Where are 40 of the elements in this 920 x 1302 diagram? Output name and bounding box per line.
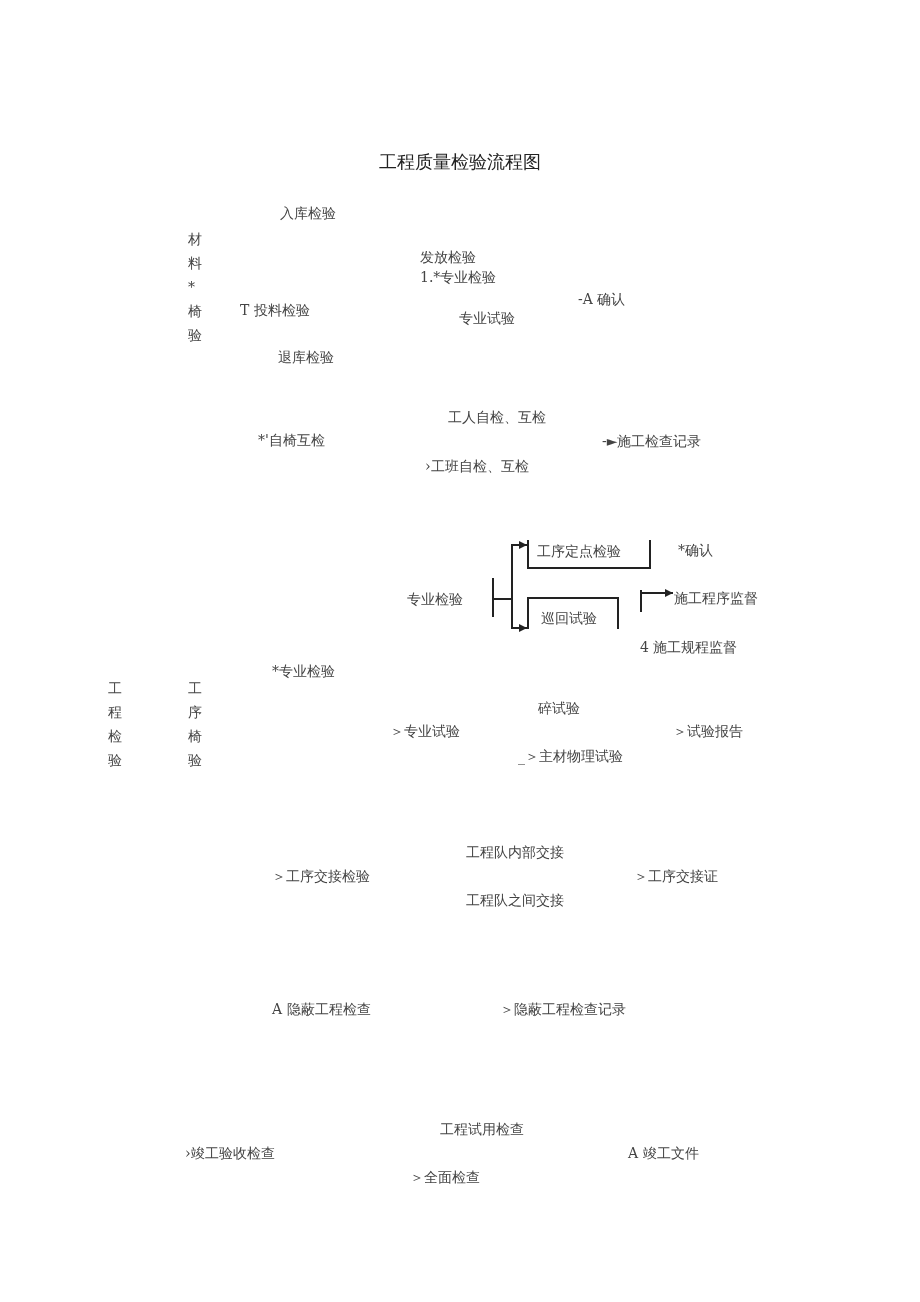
label-text: ＞工序交接检验: [272, 867, 370, 885]
label-text: ＞工序交接证: [634, 867, 718, 885]
label-text: 退库检验: [278, 348, 334, 366]
arrow: [640, 589, 674, 597]
node-text: 施工程序监督: [674, 589, 766, 607]
label-text: ＞隐蔽工程检查记录: [500, 1000, 626, 1018]
label-text: 碎试验: [538, 699, 580, 717]
label-text: 工程队之间交接: [466, 891, 564, 909]
label-text: 工序椅验: [188, 679, 203, 770]
diagram-title: 工程质量检验流程图: [378, 150, 542, 174]
label-text: _＞主材物理试验: [518, 747, 623, 765]
label-text: ＞全面检查: [410, 1168, 480, 1186]
node-label: 巡回试验: [541, 609, 597, 627]
label-text: *确认: [678, 541, 713, 559]
label-text: *'自椅互检: [258, 431, 325, 449]
node-text: 专业检验: [407, 590, 469, 608]
label-text: ＞专业试验: [390, 722, 460, 740]
label-text: ›工班自检、互检: [425, 457, 529, 475]
bracket-box: [527, 597, 619, 629]
label-text: 工程检验: [108, 679, 123, 770]
label-text: 工人自检、互检: [448, 408, 546, 426]
label-text: -►施工检查记录: [602, 432, 702, 450]
label-text: *专业检验: [272, 662, 335, 680]
label-text: A 竣工文件: [628, 1144, 699, 1162]
label-text: -A 确认: [578, 290, 626, 308]
bracket-box: [527, 540, 651, 569]
label-text: A 隐蔽工程检查: [272, 1000, 371, 1018]
label-text: 工程队内部交接: [466, 843, 564, 861]
label-text: ＞试验报告: [673, 722, 743, 740]
label-text: 入库检验: [280, 204, 336, 222]
label-text: ›竣工验收检查: [185, 1144, 275, 1162]
label-text: 4 施工规程监督: [640, 638, 738, 656]
label-text: 1.*专业检验: [420, 268, 497, 286]
node-label: 工序定点检验: [537, 542, 621, 560]
arrow: [492, 598, 528, 632]
label-text: 材料*椅验: [188, 230, 203, 345]
label-text: 专业试验: [459, 309, 515, 327]
label-text: T 投料检验: [240, 301, 310, 319]
label-text: 工程试用检查: [440, 1120, 524, 1138]
label-text: 发放检验: [420, 248, 476, 266]
